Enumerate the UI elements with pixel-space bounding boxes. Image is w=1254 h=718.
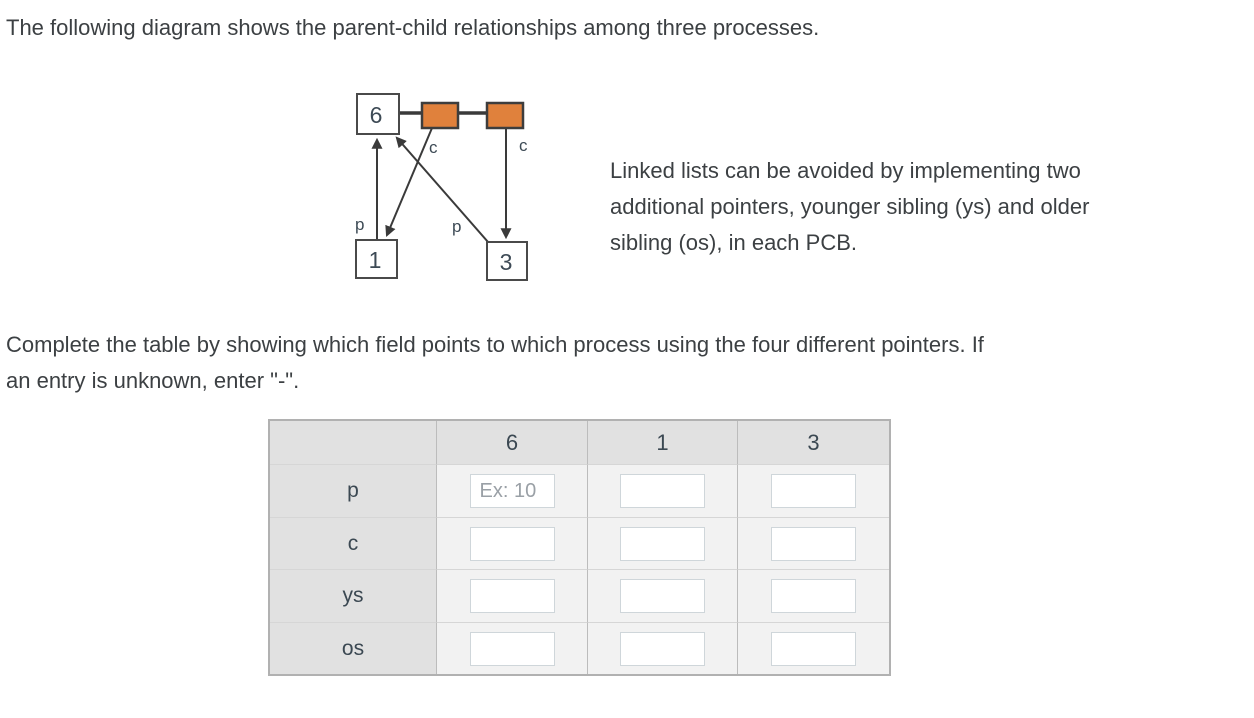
table-header-3: 3 — [737, 421, 889, 464]
answer-input-os-6[interactable] — [469, 631, 555, 666]
table-cell-p-3 — [737, 464, 889, 517]
table-cell-os-3 — [737, 622, 889, 674]
table-cell-ys-3 — [737, 569, 889, 622]
child-arrow-pcb-to-1 — [385, 127, 433, 238]
pcb-box-1 — [420, 101, 460, 130]
edge-label-p-left: p — [355, 215, 364, 234]
table-cell-os-1 — [587, 622, 737, 674]
side-note-line-3: sibling (os), in each PCB. — [610, 230, 857, 255]
answer-input-ys-3[interactable] — [771, 579, 856, 613]
process-tree-diagram: 6 1 3 c c p p — [355, 93, 528, 281]
intro-text: The following diagram shows the parent-c… — [6, 15, 820, 40]
row-label-c: c — [270, 517, 436, 569]
answer-input-ys-1[interactable] — [620, 579, 705, 613]
process-id-1: 1 — [369, 247, 382, 273]
parent-arrow-3-to-6 — [395, 136, 489, 243]
process-id-6: 6 — [370, 102, 383, 128]
side-note-line-1: Linked lists can be avoided by implement… — [610, 158, 1081, 183]
table-cell-p-1 — [587, 464, 737, 517]
table-cell-c-6 — [436, 517, 587, 569]
process-box-6 — [356, 93, 400, 135]
process-box-1 — [355, 239, 398, 279]
instruction-line-2: an entry is unknown, enter "-". — [6, 368, 300, 393]
table-cell-os-6 — [436, 622, 587, 674]
edge-label-c-left: c — [429, 138, 438, 157]
table-cell-c-1 — [587, 517, 737, 569]
answer-input-c-3[interactable] — [771, 526, 856, 561]
table-cell-p-6 — [436, 464, 587, 517]
row-label-os: os — [270, 622, 436, 674]
row-label-ys: ys — [270, 569, 436, 622]
answer-input-p-1[interactable] — [620, 474, 705, 508]
side-note-line-2: additional pointers, younger sibling (ys… — [610, 194, 1090, 219]
answer-input-p-3[interactable] — [771, 474, 856, 508]
side-note: Linked lists can be avoided by implement… — [610, 153, 1089, 261]
answer-input-ys-6[interactable] — [469, 579, 555, 613]
table-header-1: 1 — [587, 421, 737, 464]
answer-input-os-1[interactable] — [620, 631, 705, 666]
edge-label-c-right: c — [519, 136, 528, 155]
table-corner-cell — [270, 421, 436, 464]
instruction-text: Complete the table by showing which fiel… — [6, 327, 984, 399]
table-cell-ys-1 — [587, 569, 737, 622]
answer-input-c-6[interactable] — [469, 526, 555, 561]
answer-input-c-1[interactable] — [620, 526, 705, 561]
table-header-6: 6 — [436, 421, 587, 464]
answer-input-os-3[interactable] — [771, 631, 856, 666]
table-cell-ys-6 — [436, 569, 587, 622]
edge-label-p-right: p — [452, 217, 461, 236]
answer-input-p-6[interactable] — [469, 474, 555, 508]
process-box-3 — [486, 241, 528, 281]
answer-table: 6 1 3 p c ys os — [268, 419, 891, 676]
instruction-line-1: Complete the table by showing which fiel… — [6, 332, 984, 357]
row-label-p: p — [270, 464, 436, 517]
table-cell-c-3 — [737, 517, 889, 569]
pcb-box-2 — [485, 101, 525, 130]
process-id-3: 3 — [500, 249, 513, 275]
